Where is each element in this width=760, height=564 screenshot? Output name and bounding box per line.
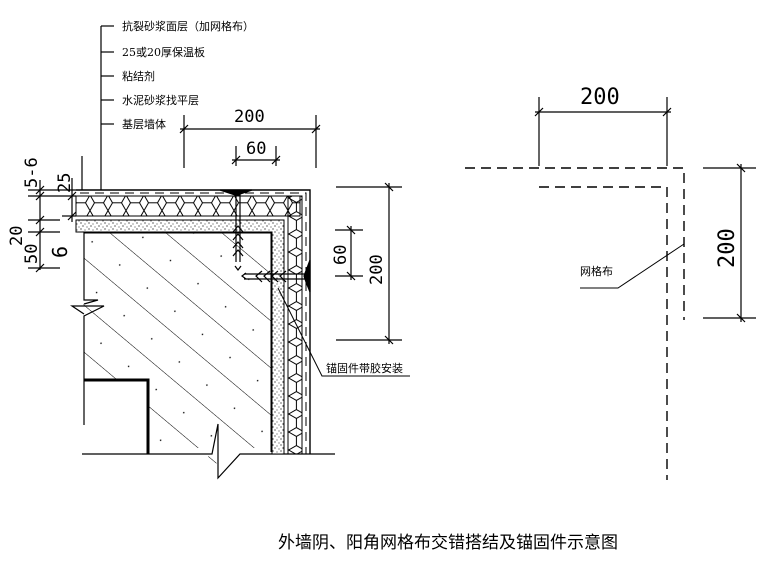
- insulation-board-side: [287, 195, 303, 455]
- mesh-inner-layer: [539, 186, 668, 480]
- layer-label-crack-resistant-mortar: 抗裂砂浆面层（加网格布）: [122, 19, 254, 33]
- layer-label-adhesive: 粘结剂: [122, 69, 155, 83]
- dimension-label-6: 6: [48, 246, 72, 258]
- anchor-fastener-vertical: [219, 189, 253, 271]
- dimension-label-25: 25: [55, 173, 75, 193]
- diagram-title: 外墙阴、阳角网格布交错搭结及锚固件示意图: [278, 533, 618, 553]
- anchor-fastener-horizontal: [241, 259, 311, 293]
- dimension-label-5-6: 5-6: [22, 157, 42, 188]
- base-wall-hatch: [72, 232, 272, 478]
- layer-leader-bracket: [100, 25, 114, 190]
- anchor-leader-line: [277, 287, 410, 377]
- face-mortar-layer: [76, 189, 311, 454]
- left-detail: 抗裂砂浆面层（加网格布） 25或20厚保温板 粘结剂 水泥砂浆找平层 基层墙体 …: [7, 19, 410, 480]
- dimension-label-top-200: 200: [234, 107, 265, 127]
- mesh-label: 网格布: [580, 264, 613, 278]
- mesh-leader-line: [580, 243, 685, 289]
- dimension-label-right-60: 60: [331, 245, 351, 265]
- dimension-left-chain: [28, 156, 83, 273]
- layer-label-leveling-mortar: 水泥砂浆找平层: [122, 93, 199, 107]
- dimension-label-right-200: 200: [367, 254, 387, 285]
- leveling-mortar-layer: [75, 219, 285, 455]
- dimension-top-60: [231, 146, 281, 166]
- anchor-label: 锚固件带胶安装: [326, 361, 403, 375]
- dimension-label-mesh-top-200: 200: [580, 85, 620, 110]
- layer-label-base-wall: 基层墙体: [122, 117, 166, 131]
- mesh-outer-layer: [465, 167, 685, 320]
- dimension-right-side-200: [703, 163, 756, 323]
- dimension-label-50: 50: [22, 244, 42, 264]
- dimension-label-20: 20: [7, 226, 27, 246]
- right-detail: 200 200 网格布: [465, 85, 756, 480]
- insulation-board-top: [75, 195, 301, 217]
- dimension-label-mesh-side-200: 200: [715, 228, 740, 268]
- layer-label-insulation-board: 25或20厚保温板: [122, 45, 205, 59]
- dimension-top-200: [179, 115, 321, 168]
- dimension-right-top-200: [534, 97, 672, 166]
- dimension-right: [335, 182, 402, 345]
- dimension-label-top-60: 60: [246, 139, 266, 159]
